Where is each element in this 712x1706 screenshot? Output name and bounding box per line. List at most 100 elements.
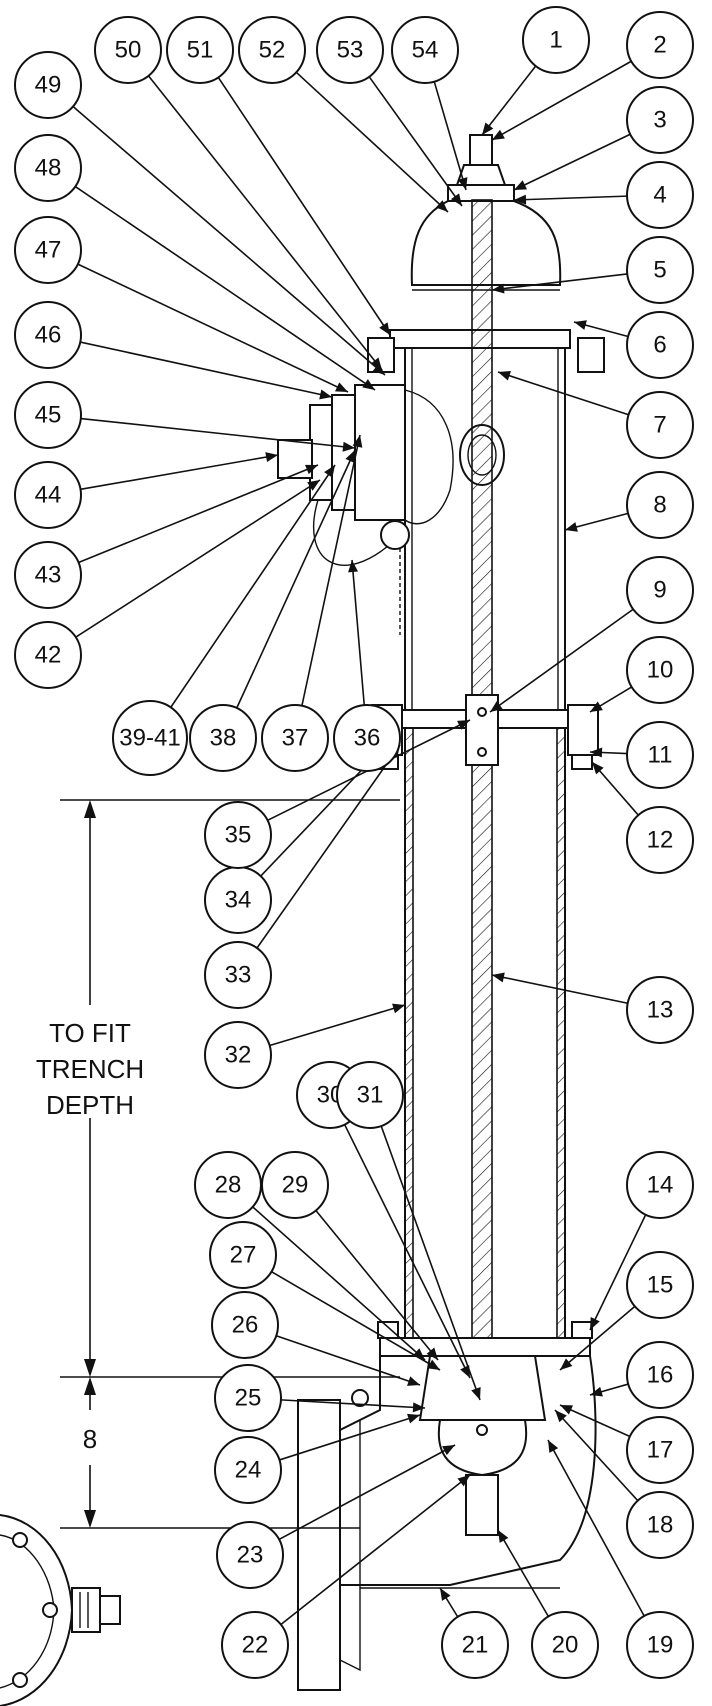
- leader-arrow-27: [427, 1359, 440, 1370]
- balloon-label: 25: [235, 1385, 262, 1412]
- leader-2: [491, 60, 632, 141]
- balloon-5: 5: [626, 236, 694, 304]
- leader-22: [280, 1474, 471, 1626]
- leader-arrow-12: [592, 762, 604, 775]
- balloon-label: 18: [647, 1512, 674, 1539]
- balloon-label: 23: [237, 1542, 264, 1569]
- leader-28: [252, 1206, 426, 1361]
- balloon-33: 33: [204, 941, 272, 1009]
- balloon-53: 53: [316, 16, 384, 84]
- balloon-circle: [204, 941, 272, 1009]
- balloon-label: 10: [647, 657, 674, 684]
- leader-arrow-30: [460, 1365, 470, 1378]
- balloon-circle: [261, 1151, 329, 1219]
- leader-15: [559, 1305, 636, 1371]
- balloon-label: 3: [653, 107, 666, 134]
- leader-54: [433, 81, 467, 191]
- leader-arrow-50: [370, 357, 382, 370]
- leader-arrow-49: [372, 363, 385, 375]
- balloon-label: 4: [653, 182, 666, 209]
- leader-arrow-17: [560, 1405, 573, 1415]
- balloon-label: 2: [653, 32, 666, 59]
- balloon-circle: [204, 801, 272, 869]
- leader-52: [295, 71, 449, 213]
- leader-arrow-20: [498, 1530, 509, 1543]
- balloon-label: 8: [653, 492, 666, 519]
- balloon-21: 21: [441, 1611, 509, 1679]
- balloon-circle: [14, 301, 82, 369]
- balloon-37: 37: [261, 704, 329, 772]
- balloon-43: 43: [14, 541, 82, 609]
- leader-arrow-26: [407, 1376, 420, 1386]
- flange-bolt-right: [567, 704, 599, 756]
- balloon-10: 10: [626, 636, 694, 704]
- balloon-label: 34: [225, 887, 252, 914]
- leader-arrow-36: [348, 560, 358, 573]
- balloon-circle: [626, 556, 694, 624]
- balloon-13: 13: [626, 976, 694, 1044]
- leader-23: [278, 1444, 456, 1541]
- balloon-14: 14: [626, 1151, 694, 1219]
- balloon-50: 50: [94, 16, 162, 84]
- balloon-label: 52: [259, 37, 286, 64]
- leader-30: [343, 1124, 471, 1379]
- trench-label-line2: TRENCH: [36, 1054, 144, 1084]
- trench-label-line1: TO FIT: [49, 1018, 131, 1048]
- balloon-label: 44: [35, 482, 62, 509]
- leader-arrow-45: [342, 441, 355, 452]
- balloon-circle: [626, 636, 694, 704]
- flange-nut-right: [571, 754, 593, 770]
- balloon-4: 4: [626, 161, 694, 229]
- balloon-47: 47: [14, 216, 82, 284]
- balloon-label: 6: [653, 332, 666, 359]
- balloon-label: 27: [230, 1242, 257, 1269]
- balloon-label: 46: [35, 322, 62, 349]
- leader-26: [275, 1334, 421, 1386]
- balloon-label: 48: [35, 155, 62, 182]
- balloon-label: 45: [35, 402, 62, 429]
- cap-nut: [277, 439, 313, 479]
- balloon-25: 25: [214, 1364, 282, 1432]
- balloon-label: 20: [552, 1632, 579, 1659]
- leader-arrow-8: [565, 522, 578, 532]
- leader-14: [589, 1214, 647, 1331]
- leader-42: [75, 479, 321, 638]
- leader-arrow-43: [305, 464, 318, 475]
- leader-arrow-11: [590, 747, 603, 758]
- balloon-8: 8: [626, 471, 694, 539]
- trench-depth-dimension: TO FIT TRENCH DEPTH 8: [36, 799, 400, 1529]
- balloon-circle: [211, 1291, 279, 1359]
- leader-arrow-6: [574, 320, 587, 330]
- hydrant-body: [277, 134, 605, 1691]
- balloon-circle: [626, 976, 694, 1044]
- balloon-circle: [626, 1151, 694, 1219]
- balloon-label: 22: [242, 1632, 269, 1659]
- balloon-circle: [626, 1416, 694, 1484]
- leader-arrow-53: [450, 193, 462, 206]
- balloon-circle: [626, 1341, 694, 1409]
- leader-1: [481, 65, 537, 136]
- leader-arrow-21: [440, 1588, 451, 1601]
- leader-36: [351, 559, 366, 706]
- balloon-54: 54: [391, 16, 459, 84]
- shoe-inlet-bell: [297, 1399, 341, 1691]
- leader-arrow-46: [319, 389, 332, 400]
- leader-44: [80, 454, 279, 491]
- lower-stem: [471, 764, 493, 1386]
- balloon-circle: [216, 1521, 284, 1589]
- leader-19: [547, 1439, 645, 1617]
- balloon-3: 3: [626, 86, 694, 154]
- balloon-12: 12: [626, 806, 694, 874]
- balloon-circle: [14, 381, 82, 449]
- leader-arrow-2: [492, 129, 505, 140]
- balloon-circle: [531, 1611, 599, 1679]
- balloon-label: 43: [35, 562, 62, 589]
- balloon-circle: [238, 16, 306, 84]
- balloon-circle: [221, 1611, 289, 1679]
- leader-17: [559, 1404, 631, 1438]
- balloon-circle: [261, 704, 329, 772]
- balloon-circle: [333, 704, 401, 772]
- balloon-24: 24: [214, 1436, 282, 1504]
- balloon-circle: [214, 1364, 282, 1432]
